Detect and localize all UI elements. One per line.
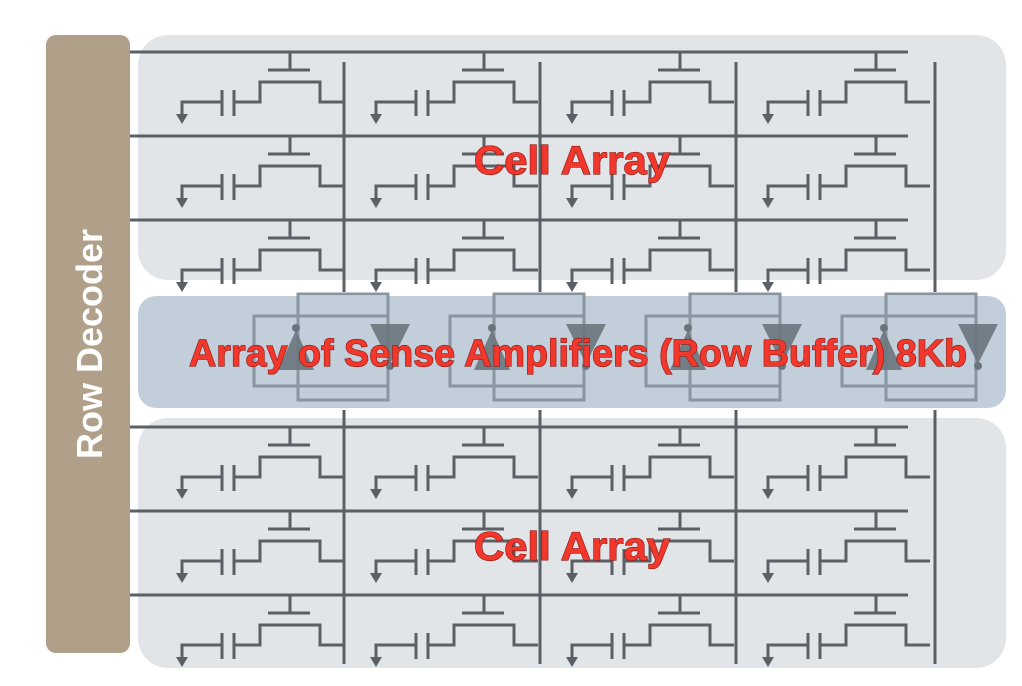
memory-cell [762,595,930,667]
memory-cell [566,136,734,208]
memory-cell [176,52,344,124]
memory-cell [762,220,930,292]
memory-cell [762,52,930,124]
memory-cell [176,511,344,583]
sense-amplifiers [252,292,998,402]
memory-cells [176,52,930,667]
wiring-layer [130,50,937,664]
memory-cell [762,427,930,499]
memory-cell [176,136,344,208]
cell-array-bottom-region [138,418,1006,668]
sense-amplifier [644,292,802,402]
memory-cell [370,220,538,292]
row-decoder-label: Row Decoder [69,229,110,459]
memory-cell [370,427,538,499]
sense-amplifiers-label: Array of Sense Amplifiers (Row Buffer) 8… [189,333,967,375]
memory-cell [370,52,538,124]
memory-cell [176,427,344,499]
sense-amplifier [252,292,410,402]
memory-cell [176,595,344,667]
memory-cell [176,220,344,292]
memory-cell [566,52,734,124]
memory-cell [566,427,734,499]
sense-amplifier [840,292,998,402]
sense-amplifier [448,292,606,402]
cell-array-bottom-label: Cell Array [474,525,671,569]
cell-array-top-label: Cell Array [474,139,671,183]
memory-cell [566,220,734,292]
memory-cell [370,136,538,208]
memory-cell [566,511,734,583]
memory-cell [566,595,734,667]
memory-cell [762,136,930,208]
memory-cell [370,595,538,667]
memory-cell [762,511,930,583]
memory-cell [370,511,538,583]
row-decoder-block [46,35,130,653]
